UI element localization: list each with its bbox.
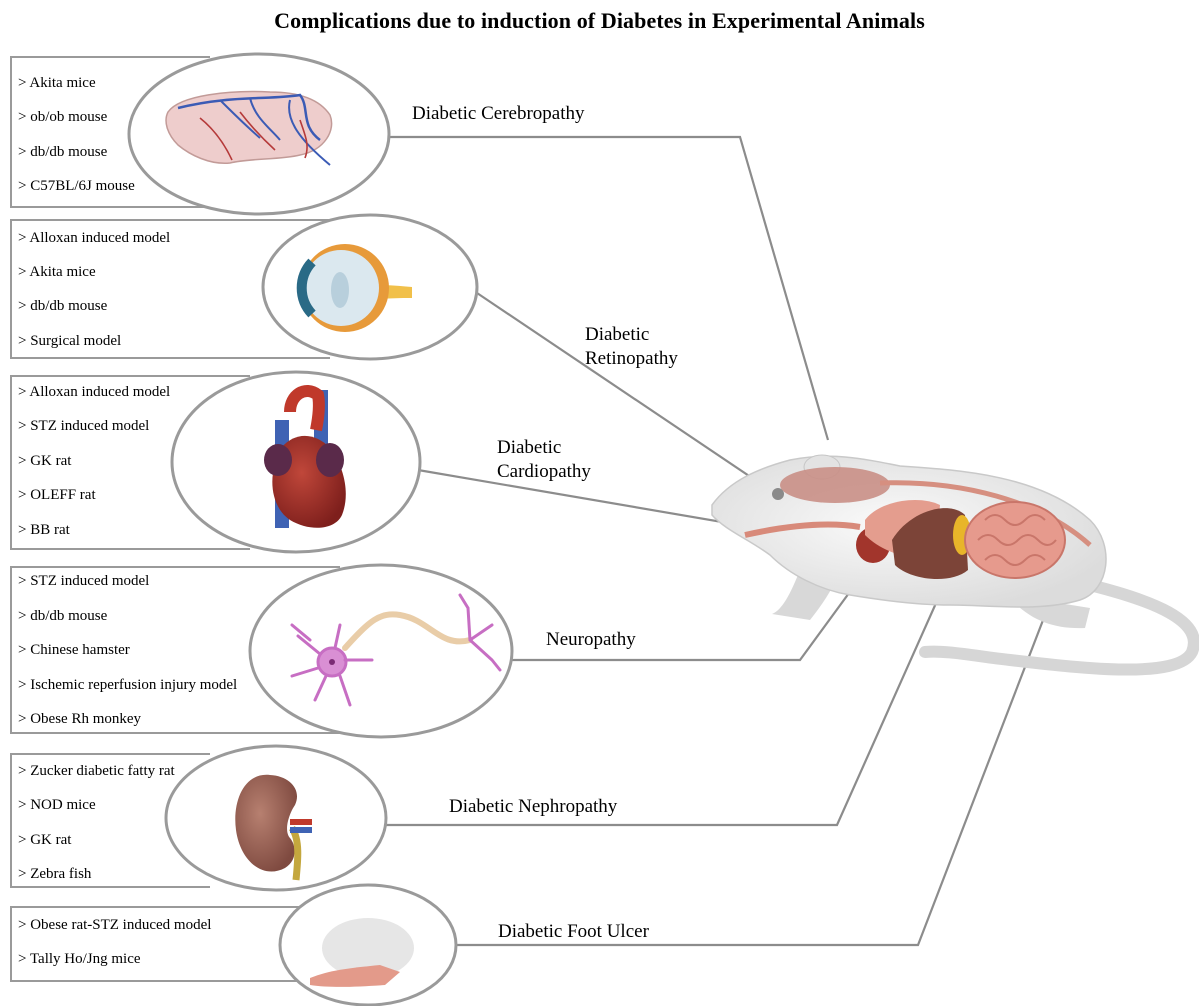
label-cardiopathy-1: Diabetic	[497, 436, 561, 459]
label-neuropathy: Neuropathy	[546, 628, 636, 651]
rat-anatomy-icon	[712, 455, 1194, 670]
label-nephropathy: Diabetic Nephropathy	[449, 795, 617, 818]
organ-ellipse-neuron	[250, 565, 512, 737]
connector-foot-ulcer	[456, 615, 1045, 945]
brain-icon	[166, 92, 332, 165]
label-retinopathy-1: Diabetic	[585, 323, 649, 346]
label-cardiopathy-2: Cardiopathy	[497, 460, 591, 483]
label-foot-ulcer: Diabetic Foot Ulcer	[498, 920, 649, 943]
rat-brain	[780, 467, 890, 503]
rat-intestines	[965, 502, 1065, 578]
label-cerebropathy: Diabetic Cerebropathy	[412, 102, 585, 125]
label-retinopathy-2: Retinopathy	[585, 347, 678, 370]
